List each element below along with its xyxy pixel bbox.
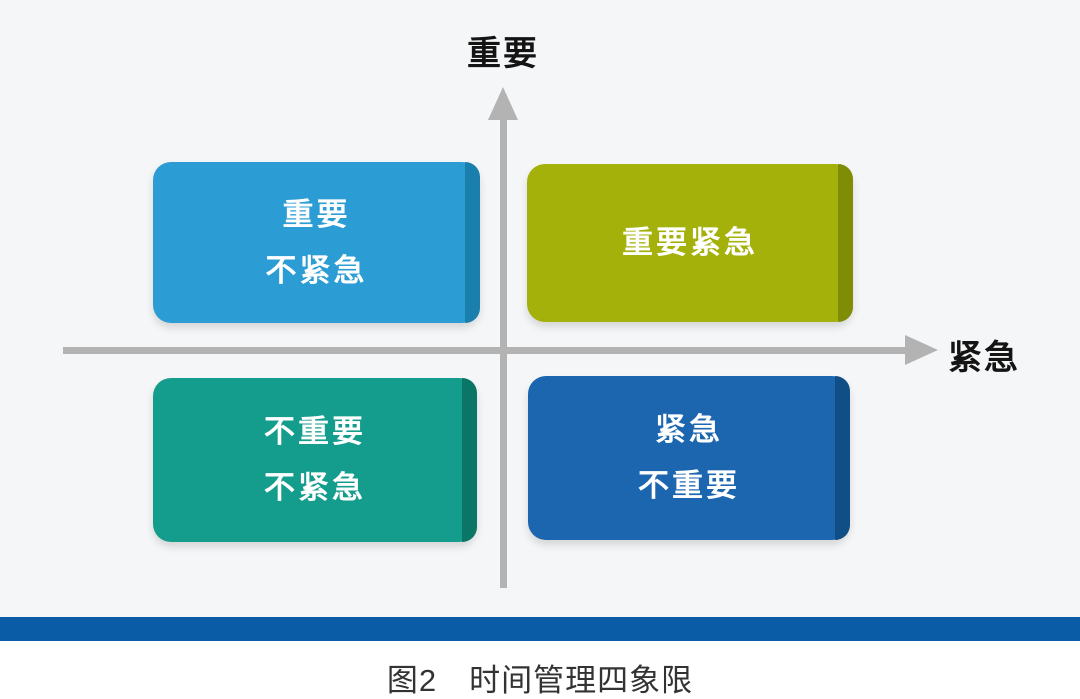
quadrant-label: 不紧急 <box>264 470 366 505</box>
footer-background <box>0 641 1080 699</box>
quadrant-important-urgent: 重要紧急 <box>527 164 853 322</box>
quadrant-important-not-urgent: 重要 不紧急 <box>153 162 480 323</box>
quadrant-3d-edge <box>835 376 850 540</box>
quadrant-label: 重要 <box>282 196 351 232</box>
quadrant-label: 不重要 <box>264 414 366 449</box>
x-axis-label: 紧急 <box>948 339 1020 377</box>
quadrant-label: 不重要 <box>638 468 740 503</box>
quadrant-3d-edge <box>462 378 477 542</box>
y-axis-label: 重要 <box>467 35 539 73</box>
quadrant-label: 重要紧急 <box>622 225 758 260</box>
quadrant-label: 紧急 <box>655 412 723 447</box>
quadrant-3d-edge <box>465 162 480 323</box>
quadrant-3d-edge <box>838 164 853 322</box>
quadrant-label: 不紧急 <box>265 252 368 288</box>
right-arrow-icon <box>905 335 938 365</box>
up-arrow-icon <box>488 87 518 120</box>
bottom-divider-bar <box>0 617 1080 641</box>
quadrant-not-important-not-urgent: 不重要 不紧急 <box>153 378 477 542</box>
quadrant-urgent-not-important: 紧急 不重要 <box>528 376 850 540</box>
x-axis-line <box>63 347 908 354</box>
figure-caption: 图2 时间管理四象限 <box>386 663 694 698</box>
